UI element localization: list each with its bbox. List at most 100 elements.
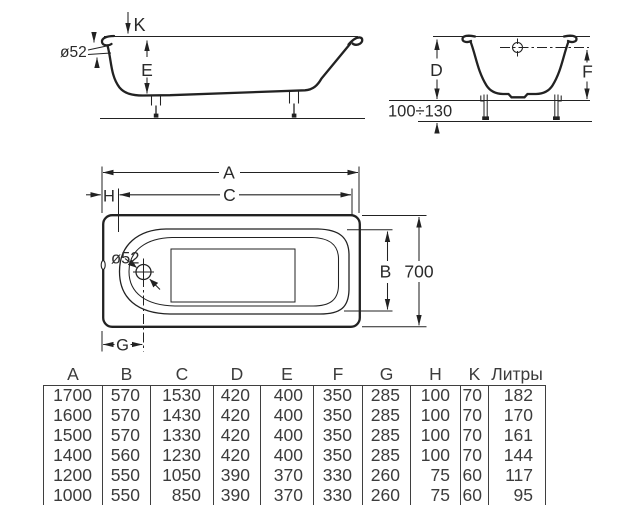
cross-section-view: D F 100÷130: [388, 34, 593, 134]
tub-right-rim-hook: [347, 36, 364, 46]
table-cell: 400: [260, 405, 314, 426]
table-cell: 330: [313, 465, 363, 486]
table-header-cell: G: [379, 363, 394, 384]
leg-foot: [291, 113, 297, 118]
table-cell: 161: [488, 425, 546, 446]
tub-profile: [106, 42, 352, 97]
overflow-hole-mark: [100, 260, 106, 270]
tub-section-profile: [469, 40, 570, 99]
table-cell: 70: [460, 405, 489, 426]
table-cell: 100: [410, 425, 461, 446]
table-cell: 70: [460, 425, 489, 446]
table-cell: 1330: [150, 425, 214, 446]
dim-label-d: D: [430, 60, 443, 80]
leg-foot: [153, 113, 159, 118]
table-cell: 400: [260, 425, 314, 446]
table-header-cell: E: [281, 363, 293, 384]
table-cell: 144: [488, 445, 546, 466]
extension-lines-700: [362, 215, 427, 328]
tub-left-rim-hook: [461, 34, 477, 44]
plan-view: ø52 A C H G B 700: [86, 163, 434, 355]
table-cell: 285: [362, 405, 411, 426]
dim-label-drain-plan: ø52: [111, 250, 139, 268]
table-cell: 260: [362, 485, 411, 506]
extension-lines-c: [118, 188, 353, 232]
leg-bracket: [150, 95, 162, 106]
table-cell: 560: [102, 445, 151, 466]
table-header-cell: K: [468, 363, 481, 384]
table-cell: 285: [362, 384, 411, 406]
table-cell: 1430: [150, 405, 214, 426]
table-cell: 70: [460, 445, 489, 466]
table-cell: 100: [410, 384, 461, 406]
table-cell: 1000: [43, 485, 103, 506]
tub-rim-opening-outline: [118, 228, 350, 315]
table-cell: 570: [102, 384, 151, 406]
dim-label-700: 700: [404, 262, 433, 282]
leg-stem: [554, 94, 559, 119]
dim-label-a: A: [223, 163, 235, 183]
table-cell: 1050: [150, 465, 214, 486]
table-cell: 550: [102, 465, 151, 486]
dim-label-e: E: [141, 60, 153, 80]
leader-line: [87, 45, 110, 51]
table-cell: 1500: [43, 425, 103, 446]
leg-bracket: [288, 91, 300, 104]
table-cell: 390: [213, 485, 261, 506]
table-cell: 100: [410, 405, 461, 426]
dim-label-b: B: [380, 262, 392, 282]
drain-cross-ticks: [133, 261, 154, 283]
leg-foot: [553, 116, 560, 120]
tub-right-rim-hook: [562, 34, 578, 44]
table-cell: 420: [213, 425, 261, 446]
drain-leader-arrow: [124, 258, 137, 268]
table-cell: 100: [410, 445, 461, 466]
dim-label-c: C: [223, 185, 236, 205]
table-cell: 350: [313, 405, 363, 426]
table-cell: 370: [260, 485, 314, 506]
table-header-cell: Литры: [491, 363, 543, 384]
table-cell: 390: [213, 465, 261, 486]
leg-bracket: [558, 95, 562, 102]
leg-bracket: [480, 95, 484, 102]
table-cell: 570: [102, 425, 151, 446]
table-header-cell: В: [120, 363, 133, 384]
table-cell: 1200: [43, 465, 103, 486]
drain-leader-arrow: [149, 278, 161, 290]
table-cell: 1530: [150, 384, 214, 406]
table-cell: 170: [488, 405, 546, 426]
table-cell: 1230: [150, 445, 214, 466]
table-header-cell: F: [332, 363, 344, 384]
table-cell: 285: [362, 425, 411, 446]
table-header-cell: D: [230, 363, 244, 384]
table-cell: 400: [260, 384, 314, 406]
tub-left-rim-hook: [100, 34, 116, 47]
leg-stem: [483, 94, 488, 119]
table-cell: 350: [313, 384, 363, 406]
extension-lines-a: [101, 166, 360, 213]
table-cell: 95: [488, 485, 546, 506]
table-cell: 75: [410, 465, 461, 486]
table-cell: 1400: [43, 445, 103, 466]
tub-outer-outline: [102, 214, 361, 328]
table-cell: 117: [488, 465, 546, 486]
table-cell: 550: [102, 485, 151, 506]
table-cell: 370: [260, 465, 314, 486]
dim-label-h: H: [103, 188, 115, 206]
dim-label-f: F: [582, 62, 593, 82]
table-cell: 330: [313, 485, 363, 506]
table-cell: 75: [410, 485, 461, 506]
dim-label-drain-side: ø52: [60, 44, 87, 61]
table-cell: 70: [460, 384, 489, 406]
table-cell: 60: [460, 465, 489, 486]
table-cell: 1700: [43, 384, 103, 406]
table-cell: 350: [313, 425, 363, 446]
table-cell: 60: [460, 485, 489, 506]
